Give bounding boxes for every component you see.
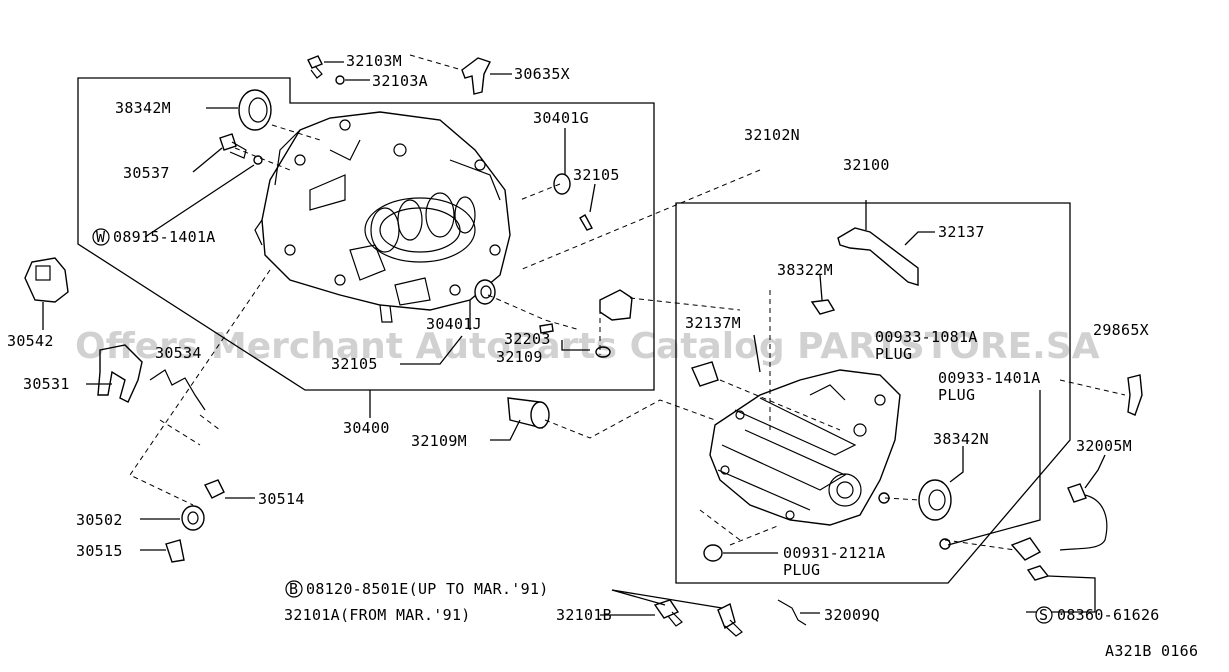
label-32103A[interactable]: 32103A <box>372 72 428 90</box>
circled-prefix-s <box>1035 606 1053 624</box>
clip-32009Q <box>777 599 807 626</box>
label-plug-3[interactable]: PLUG <box>783 561 820 579</box>
label-30502[interactable]: 30502 <box>76 511 123 529</box>
label-08360-61626[interactable]: 08360-61626 <box>1057 606 1160 624</box>
breather-32203 <box>599 289 633 321</box>
label-38342N[interactable]: 38342N <box>933 430 989 448</box>
bolt-38322M <box>810 299 836 315</box>
label-00931-2121A[interactable]: 00931-2121A <box>783 544 886 562</box>
sensor-32005M <box>1010 483 1108 561</box>
label-00933-1401A[interactable]: 00933-1401A <box>938 369 1041 387</box>
label-00933-1081A[interactable]: 00933-1081A <box>875 328 978 346</box>
label-32101B[interactable]: 32101B <box>556 606 612 624</box>
oil-seal-30401J <box>474 279 496 305</box>
bolt-32101A <box>717 602 743 637</box>
bracket-29865X <box>1127 374 1143 416</box>
pin-32105-mid <box>539 323 554 334</box>
label-32101A[interactable]: 32101A(FROM MAR.'91) <box>284 606 471 624</box>
label-30542[interactable]: 30542 <box>7 332 54 350</box>
label-30401J[interactable]: 30401J <box>426 315 482 333</box>
label-30537[interactable]: 30537 <box>123 164 170 182</box>
label-32103M[interactable]: 32103M <box>346 52 402 70</box>
label-32105-top[interactable]: 32105 <box>573 166 620 184</box>
label-32009Q[interactable]: 32009Q <box>824 606 880 624</box>
label-30534[interactable]: 30534 <box>155 344 202 362</box>
label-30400[interactable]: 30400 <box>343 419 390 437</box>
label-30401G[interactable]: 30401G <box>533 109 589 127</box>
bolt-08360 <box>1026 565 1050 581</box>
label-29865X[interactable]: 29865X <box>1093 321 1149 339</box>
oil-seal-38342M <box>238 89 272 131</box>
assembly-dashed-lines <box>129 54 1126 551</box>
circled-prefix-b <box>285 580 303 598</box>
group-frame-32100 <box>675 202 1071 584</box>
label-32109M[interactable]: 32109M <box>411 432 467 450</box>
label-08915-prefix: W <box>96 228 106 246</box>
label-08120-8501E[interactable]: 08120-8501E(UP TO MAR.'91) <box>306 580 549 598</box>
bolt-32103M <box>307 55 323 79</box>
label-32137M[interactable]: 32137M <box>685 314 741 332</box>
callout-labels: 32103M 32103A 30635X 38342M 30401G 30537… <box>7 52 1198 660</box>
transmission-case-illustration <box>709 369 901 526</box>
bushing-30401G <box>553 173 571 195</box>
label-08120-prefix: B <box>289 580 298 598</box>
bracket-30635X <box>461 57 491 95</box>
pivot-30502 <box>181 505 205 531</box>
label-30514[interactable]: 30514 <box>258 490 305 508</box>
pin-32105-top <box>579 214 593 231</box>
oil-seal-38342N <box>918 479 952 521</box>
plug-00931-2121A <box>703 544 723 562</box>
label-32105-mid[interactable]: 32105 <box>331 355 378 373</box>
leader-lines <box>42 61 1106 616</box>
watermark: Offers Merchant AutoParts Catalog PARTST… <box>75 326 1100 367</box>
washer-08915 <box>253 155 263 165</box>
label-32005M[interactable]: 32005M <box>1076 437 1132 455</box>
bolt-32101B <box>653 599 683 627</box>
label-32203[interactable]: 32203 <box>504 330 551 348</box>
diagram-code: A321B 0166 <box>1105 642 1198 660</box>
fork-30531 <box>97 344 143 403</box>
label-32137[interactable]: 32137 <box>938 223 985 241</box>
spring-30534 <box>149 369 206 411</box>
label-30515[interactable]: 30515 <box>76 542 123 560</box>
bolt-30537 <box>219 133 247 159</box>
washer-32103A <box>335 75 345 85</box>
label-38322M[interactable]: 38322M <box>777 261 833 279</box>
lever-30542-inner <box>35 265 51 281</box>
bracket-32137 <box>837 227 919 286</box>
circled-prefix-w <box>92 228 110 246</box>
pin-32109M <box>507 397 550 429</box>
label-38342M[interactable]: 38342M <box>115 99 171 117</box>
label-32102N[interactable]: 32102N <box>744 126 800 144</box>
bracket-32137M <box>691 361 719 387</box>
group-frame-30400 <box>77 77 655 391</box>
label-30635X[interactable]: 30635X <box>514 65 570 83</box>
label-30531[interactable]: 30531 <box>23 375 70 393</box>
label-32100[interactable]: 32100 <box>843 156 890 174</box>
label-08915-1401A[interactable]: 08915-1401A <box>113 228 216 246</box>
label-32109[interactable]: 32109 <box>496 348 543 366</box>
label-plug-1[interactable]: PLUG <box>875 345 912 363</box>
label-plug-2[interactable]: PLUG <box>938 386 975 404</box>
clip-30515 <box>165 539 185 563</box>
clip-30514 <box>204 479 225 499</box>
label-08360-prefix: S <box>1039 606 1048 624</box>
clutch-housing-illustration <box>254 111 511 323</box>
